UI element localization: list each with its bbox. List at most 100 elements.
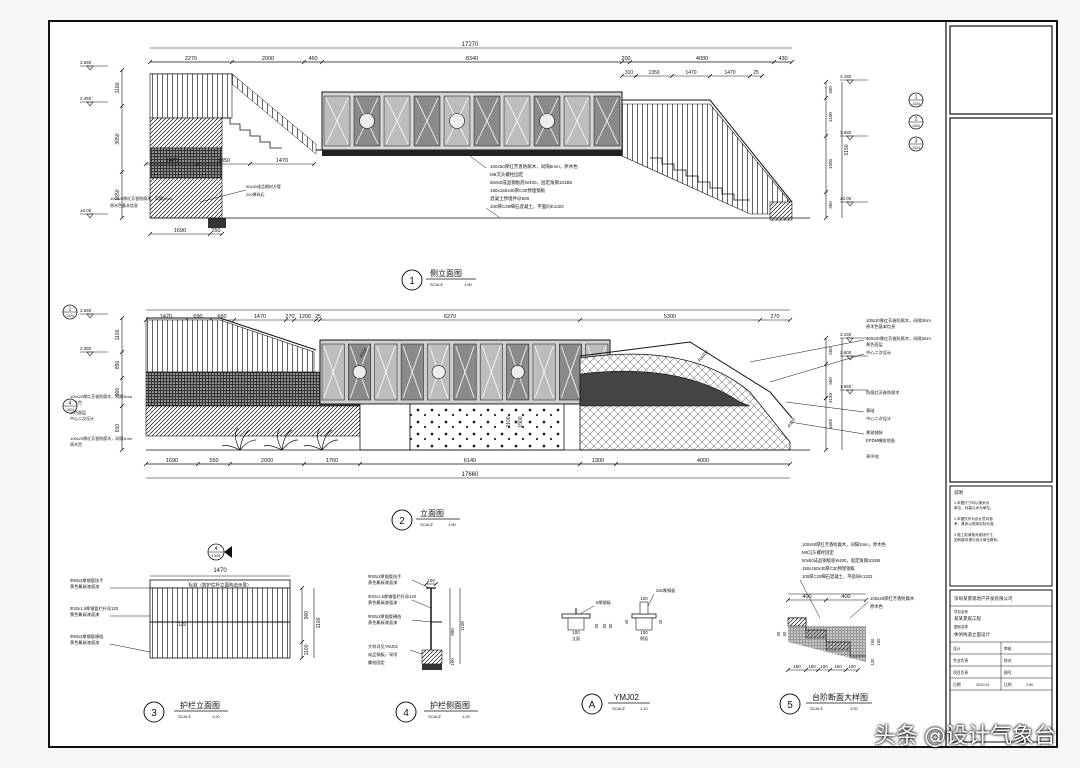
dim-label: 1500 xyxy=(828,158,833,169)
tb-drawing-name: 休闲栈道立面设计 xyxy=(954,631,990,638)
tb-note-line: 1.本图尺寸均以毫米为单位，标高以米为单位。 xyxy=(954,500,994,510)
v5-title: 台阶断面大样图 xyxy=(812,692,868,702)
v4-number: 4 xyxy=(403,708,409,719)
svg-text:标准（防护栏杆立面构造示意）: 标准（防护栏杆立面构造示意） xyxy=(189,582,252,589)
note-text: 200厚碎石 xyxy=(246,191,265,197)
dim-label: 2270 xyxy=(185,56,197,62)
note-text: 150x150x30厚C30预埋钢板 xyxy=(802,565,855,572)
note-text: 基础 xyxy=(866,407,874,414)
dim-label: 1470 xyxy=(166,158,178,164)
dim-label: 150 xyxy=(450,658,455,666)
note-text: M8沉头螺栓固定 xyxy=(490,171,524,178)
note-text: 100x20厚红芳香防腐木，间隔3mm xyxy=(866,317,931,324)
dim-label: 100 xyxy=(820,664,828,669)
dim-label: 6270 xyxy=(444,314,456,320)
radius-label: R100 xyxy=(359,346,369,358)
note-text: 黄色面层 xyxy=(70,409,86,415)
dim-label: 3150 xyxy=(844,144,850,155)
v1-notes: 100x50厚红芳香防腐木，间隔5mm，原木色M8沉头螺栓固定50x50成品钢板… xyxy=(110,155,578,219)
note-text: 50x50成品钢板底W400，固定角钢101B5 xyxy=(802,557,881,564)
dim-label: 4000 xyxy=(696,56,708,62)
view-label: 立面 xyxy=(572,635,580,641)
note-text: 50x30成品钢材方管 xyxy=(246,183,281,189)
tb-field-label: 日期 xyxy=(953,682,961,687)
note-text: 螺栓固定 xyxy=(368,659,385,666)
v2-number: 2 xyxy=(399,516,405,527)
dim-label: 150 xyxy=(870,638,875,646)
dim-label: 660 xyxy=(217,314,226,320)
tb-project: 某某景观工程 xyxy=(954,615,981,622)
tb-notes: 1.本图尺寸均以毫米为单位，标高以米为单位。2.本图仅作为设计意向参考，具体以现… xyxy=(954,500,1001,542)
v2-notes-right: 100x20厚红芳香防腐木，间隔3mm原木色基本信息100x20厚红芳香防腐木，… xyxy=(749,317,931,460)
svg-text:SCALE: SCALE xyxy=(810,706,823,711)
dim-label: 1470 xyxy=(254,314,266,320)
dim-label: 950 xyxy=(828,377,833,385)
callout-ref: 1324 xyxy=(912,124,920,128)
tb-field-label: 校对 xyxy=(1004,658,1012,663)
dim-label: 270 xyxy=(285,314,294,320)
v4-notes: Φ50x2厚钢管扶手黄色氟碳漆面漆Φ20x1.5厚钢管栏杆@120黄色氟碳漆面漆… xyxy=(368,573,432,666)
note-text: 100x20厚红芳香防腐木，间隔3mm xyxy=(110,195,173,201)
svg-text:1:20: 1:20 xyxy=(462,714,471,719)
v1-dims-right: 4001100150035031503150 xyxy=(823,18,850,221)
dim-label: 150 xyxy=(793,664,801,669)
svg-text:1:10: 1:10 xyxy=(640,706,649,711)
dim-label: 30 xyxy=(776,631,781,636)
dim-label: 3150 xyxy=(827,22,838,23)
note-text: 中心二次设计 xyxy=(866,415,891,422)
note-text: 景观铺装 xyxy=(866,429,884,436)
v2-overall-dim: 17660 xyxy=(462,472,479,478)
dim-label: 850 xyxy=(115,361,121,370)
dim-label: 1760 xyxy=(326,458,338,464)
svg-text:SCALE: SCALE xyxy=(178,714,191,719)
v1-number: 1 xyxy=(409,276,415,287)
svg-text:4: 4 xyxy=(215,546,218,552)
dim-label: 4000 xyxy=(697,458,709,464)
v3-callout: 4 1324 xyxy=(207,543,232,561)
dim-label: 900 xyxy=(115,388,121,397)
view-4-railing-side: Φ50x2厚钢管扶手黄色氟碳漆面漆Φ20x1.5厚钢管栏杆@120黄色氟碳漆面漆… xyxy=(368,573,478,723)
v1-overall-dim: 17270 xyxy=(462,42,479,48)
dim-label: 3150 xyxy=(828,392,833,403)
view-label: 侧面 xyxy=(640,635,648,641)
tb-note-line: 3.施工前请核对现场尺寸，如有疑问请与设计单位联系。 xyxy=(954,532,1001,542)
dim-label: 40 xyxy=(624,619,629,624)
dim-label: 150 xyxy=(834,664,842,669)
note-text: M8沉头螺栓固定 xyxy=(802,549,834,556)
dim-label: 1100 xyxy=(115,82,121,93)
v1-title: 侧立面图 xyxy=(430,268,462,278)
elevation-mark: 1.650 xyxy=(840,130,852,135)
note-text: 大样详见YMJ02 xyxy=(368,643,398,650)
dim-label: 1100 xyxy=(828,112,833,122)
elevation-mark: 2.350 xyxy=(80,96,92,101)
v2-notes-left: 100x20厚红芳香防腐木，间隔3mm原木色黄色面层中心二次设计100x20厚红… xyxy=(70,393,133,447)
elevation-mark: ±0.00 xyxy=(840,196,852,201)
dim-label: 810 xyxy=(115,424,121,433)
dim-label: 1100 xyxy=(115,329,121,340)
dim-label: 200 xyxy=(621,56,630,62)
dim-label: 100 xyxy=(848,664,856,669)
note-text: 原木色 xyxy=(70,441,82,447)
va-number: A xyxy=(589,700,596,711)
watermark-handle: @设计气象台 xyxy=(923,724,1056,749)
note-text: 100厚C25细石混凝土，平面同K1322 xyxy=(490,203,564,210)
note-text: 100x50厚红芳香防腐木，间隔3mm，原木色 xyxy=(802,541,887,548)
va-title: YMJ02 xyxy=(614,693,639,702)
dim-label: 100 xyxy=(870,658,875,666)
callout-number: 4 xyxy=(69,401,72,407)
dim-label: 1300 xyxy=(592,458,604,464)
svg-text:1324: 1324 xyxy=(212,553,222,558)
note-text: 100厚C25细石混凝土，平面同K1322 xyxy=(802,573,873,580)
dim-label: 1100 xyxy=(304,644,310,655)
v5-number: 5 xyxy=(787,700,793,711)
dim-label: 1690 xyxy=(174,228,186,234)
